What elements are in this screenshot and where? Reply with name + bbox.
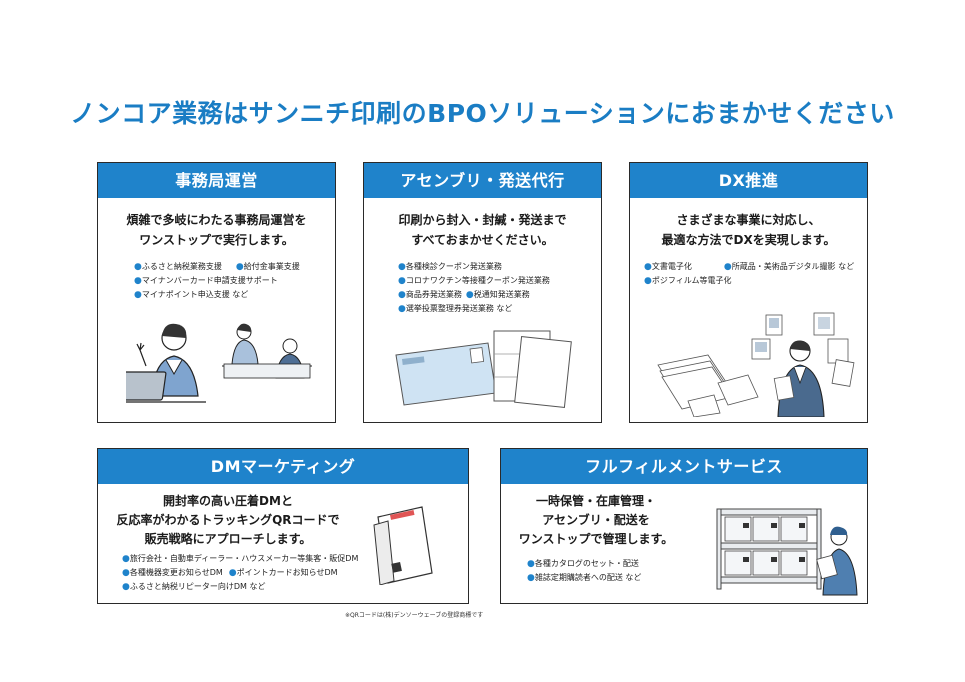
list-item: ●マイナンバーカード申請支援サポート — [134, 276, 278, 286]
card-heading: アセンブリ・発送代行 — [364, 163, 601, 198]
bullet-list: ●各種検診クーポン発送業務 ●コロナワクチン等接種クーポン発送業務 ●商品券発送… — [398, 260, 601, 316]
warehouse-illustration — [716, 508, 858, 596]
list-item: ●商品券発送業務●税通知発送業務 — [398, 290, 530, 300]
list-item: ●ポジフィルム等電子化 — [644, 276, 732, 286]
card-heading: 事務局運営 — [98, 163, 335, 198]
card-fulfillment-service: フルフィルメントサービス 一時保管・在庫管理・ アセンブリ・配送を ワンストップ… — [500, 448, 868, 604]
list-item: ●各種機器変更お知らせDM●ポイントカードお知らせDM — [122, 568, 338, 578]
card-assembly-shipping: アセンブリ・発送代行 印刷から封入・封緘・発送まで すべておまかせください。 ●… — [363, 162, 602, 423]
list-item: ●雑誌定期購読者への配送 など — [527, 573, 642, 583]
bullet-list: ●文書電子化●所蔵品・美術品デジタル撮影 など ●ポジフィルム等電子化 — [644, 260, 867, 288]
list-item: ●各種検診クーポン発送業務 — [398, 262, 502, 272]
card-dx-promotion: DX推進 さまざまな事業に対応し、 最適な方法でDXを実現します。 ●文書電子化… — [629, 162, 868, 423]
envelope-letters-illustration — [395, 330, 572, 408]
office-workers-illustration — [126, 323, 312, 403]
card-heading: DMマーケティング — [98, 449, 468, 484]
list-item: ●文書電子化●所蔵品・美術品デジタル撮影 など — [644, 262, 855, 272]
card-heading: DX推進 — [630, 163, 867, 198]
card-dm-marketing: DMマーケティング 開封率の高い圧着DMと 反応率がわかるトラッキングQRコード… — [97, 448, 469, 604]
card-office-management: 事務局運営 煩雑で多岐にわたる事務局運営を ワンストップで実行します。 ●ふるさ… — [97, 162, 336, 423]
trademark-note: ※QRコードは(株)デンソーウェーブの登録商標です — [345, 612, 484, 619]
card-lead: 印刷から封入・封緘・発送まで すべておまかせください。 — [398, 213, 567, 247]
list-item: ●選挙投票整理券発送業務 など — [398, 304, 513, 314]
card-lead: さまざまな事業に対応し、 最適な方法でDXを実現します。 — [661, 213, 836, 247]
digitization-illustration — [657, 312, 855, 417]
card-lead: 一時保管・在庫管理・ アセンブリ・配送を ワンストップで管理します。 — [518, 494, 674, 546]
list-item: ●ふるさと納税業務支援●給付金事業支援 — [134, 262, 300, 272]
pressure-sealed-dm-illustration — [373, 506, 433, 585]
bullet-list: ●ふるさと納税業務支援●給付金事業支援 ●マイナンバーカード申請支援サポート ●… — [134, 260, 335, 302]
list-item: ●コロナワクチン等接種クーポン発送業務 — [398, 276, 550, 286]
list-item: ●各種カタログのセット・配送 — [527, 559, 639, 569]
card-lead: 開封率の高い圧着DMと 反応率がわかるトラッキングQRコードで 販売戦略にアプロ… — [116, 494, 340, 546]
card-heading: フルフィルメントサービス — [501, 449, 867, 484]
page-title: ノンコア業務はサンニチ印刷のBPOソリューションにおまかせください — [70, 99, 895, 128]
list-item: ●マイナポイント申込支援 など — [134, 290, 249, 300]
card-lead: 煩雑で多岐にわたる事務局運営を ワンストップで実行します。 — [126, 213, 307, 247]
list-item: ●ふるさと納税リピーター向けDM など — [122, 582, 266, 592]
bullet-list: ●各種カタログのセット・配送 ●雑誌定期購読者への配送 など — [527, 557, 867, 585]
list-item: ●旅行会社・自動車ディーラー・ハウスメーカー等集客・販促DM — [122, 554, 359, 564]
bullet-list: ●旅行会社・自動車ディーラー・ハウスメーカー等集客・販促DM ●各種機器変更お知… — [122, 552, 468, 594]
